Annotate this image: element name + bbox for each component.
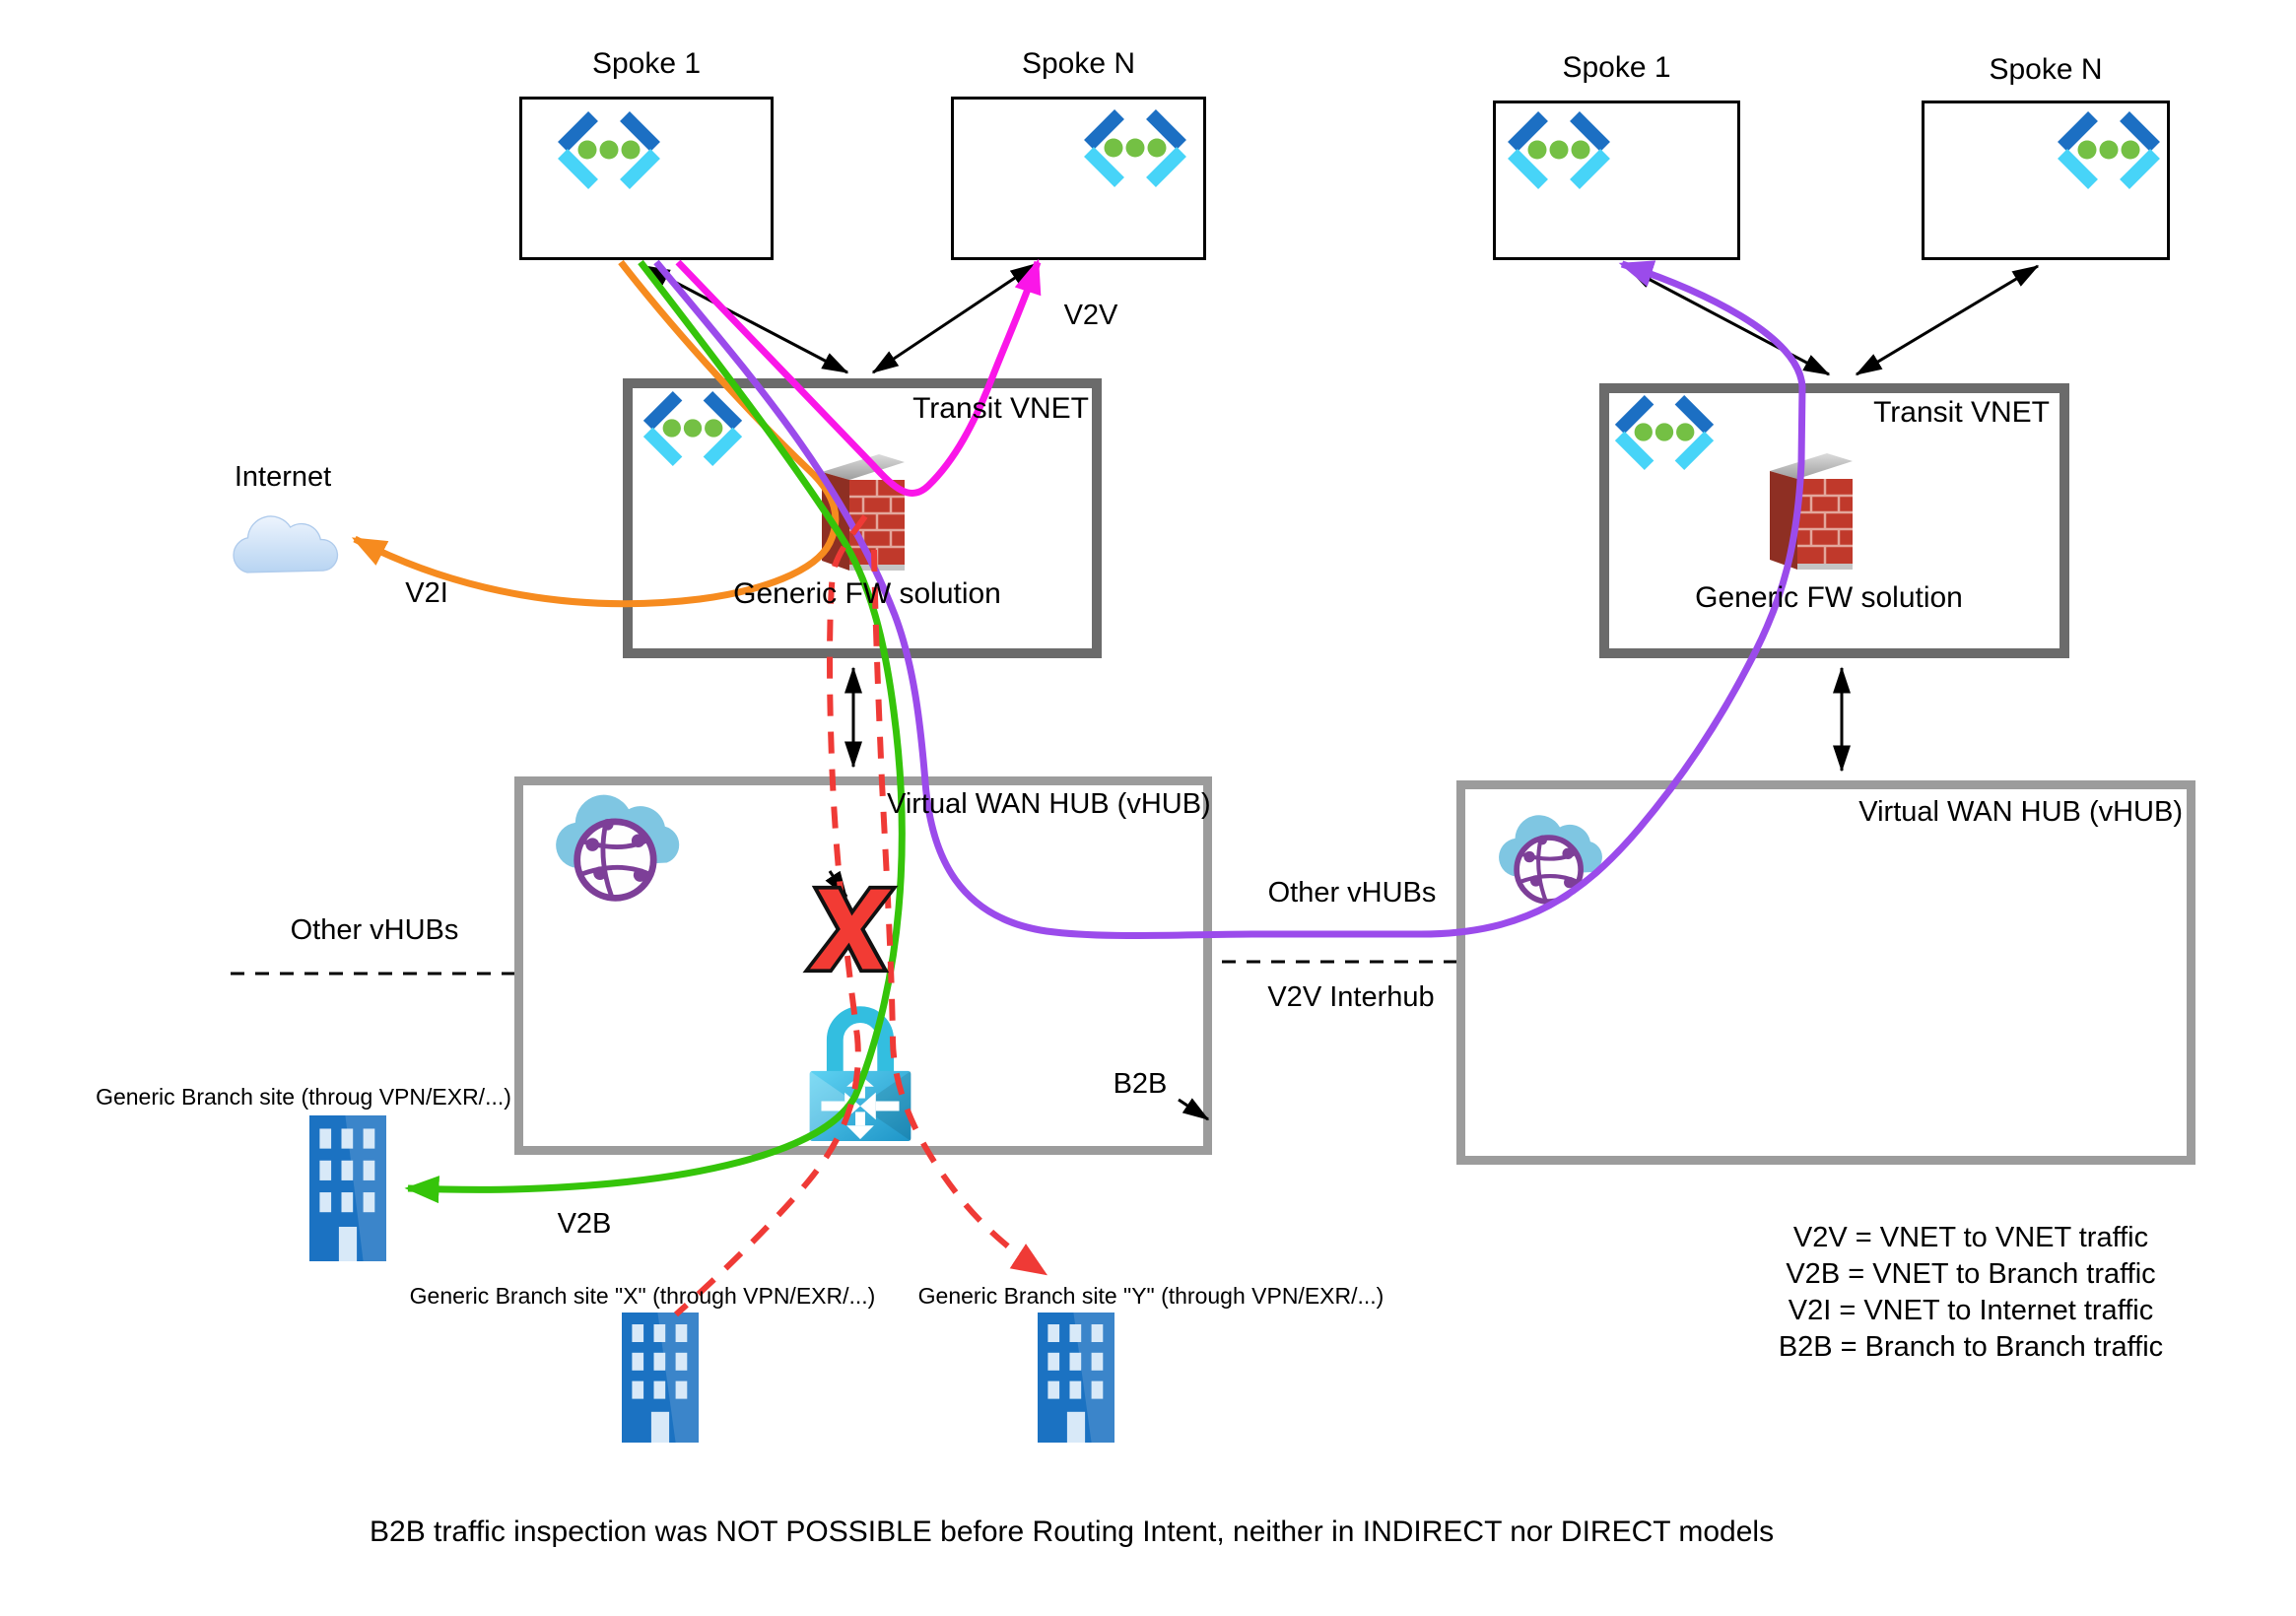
spoke-left-1-title: Spoke 1: [591, 47, 702, 80]
vwan-cloud-icon: [1483, 806, 1611, 912]
branch-building-icon: [622, 1313, 699, 1443]
other-vhubs-left-label: Other vHUBs: [290, 914, 459, 946]
spoke-left-1-box: [519, 97, 774, 260]
branch-site-generic-label: Generic Branch site (throug VPN/EXR/...): [96, 1084, 511, 1110]
vnet-icon: [1076, 106, 1194, 190]
v2b-label: V2B: [557, 1208, 612, 1240]
legend-line-b2b: B2B = Branch to Branch traffic: [1778, 1331, 2164, 1363]
vnet-icon: [1606, 392, 1722, 473]
transit-vnet-left-title: Transit VNET: [912, 392, 1089, 425]
internet-label: Internet: [234, 461, 332, 493]
spoke-right-n-title: Spoke N: [1989, 53, 2103, 86]
b2b-label: B2B: [1113, 1068, 1168, 1100]
v2v-label: V2V: [1063, 300, 1118, 331]
firewall-icon: [1768, 451, 1855, 572]
legend-line-v2b: V2B = VNET to Branch traffic: [1786, 1258, 2156, 1290]
vnet-icon: [2050, 108, 2168, 192]
branch-site-x-label: Generic Branch site "X" (through VPN/EXR…: [409, 1283, 876, 1309]
generic-fw-label-left: Generic FW solution: [733, 577, 1001, 610]
v2i-label: V2I: [405, 577, 448, 609]
bottom-caption: B2B traffic inspection was NOT POSSIBLE …: [370, 1515, 1775, 1548]
traffic-legend: V2V = VNET to VNET traffic V2B = VNET to…: [1744, 1220, 2197, 1366]
branch-site-y-label: Generic Branch site "Y" (through VPN/EXR…: [917, 1283, 1384, 1309]
vwan-hub-left-title: Virtual WAN HUB (vHUB): [887, 788, 1211, 820]
arrow-spokeN-left-transit: [871, 262, 1038, 374]
spoke-left-n-title: Spoke N: [1021, 47, 1136, 80]
legend-line-v2i: V2I = VNET to Internet traffic: [1788, 1295, 2154, 1326]
arrow-spoke1-right-transit: [1626, 266, 1831, 376]
generic-fw-label-right: Generic FW solution: [1695, 581, 1963, 614]
vnet-icon: [550, 108, 668, 192]
vnet-icon: [1500, 108, 1618, 192]
internet-cloud-icon: [233, 515, 339, 573]
arrow-spoke1-left-transit: [642, 264, 849, 374]
branch-building-icon: [1038, 1313, 1114, 1443]
vwan-cloud-icon: [537, 784, 690, 910]
v2v-interhub-label: V2V Interhub: [1267, 981, 1435, 1013]
vwan-hub-right-title: Virtual WAN HUB (vHUB): [1858, 796, 2183, 828]
branch-building-icon: [309, 1115, 386, 1261]
spoke-right-1-title: Spoke 1: [1562, 51, 1671, 84]
legend-line-v2v: V2V = VNET to VNET traffic: [1792, 1222, 2149, 1253]
arrow-spokeN-right-transit: [1855, 264, 2040, 376]
blocked-x-icon: [802, 885, 899, 974]
other-vhubs-right-label: Other vHUBs: [1267, 877, 1437, 909]
vnet-icon: [635, 388, 751, 469]
secured-router-lock-icon: [800, 985, 920, 1146]
firewall-icon: [820, 452, 907, 572]
transit-vnet-right-title: Transit VNET: [1873, 396, 2050, 429]
